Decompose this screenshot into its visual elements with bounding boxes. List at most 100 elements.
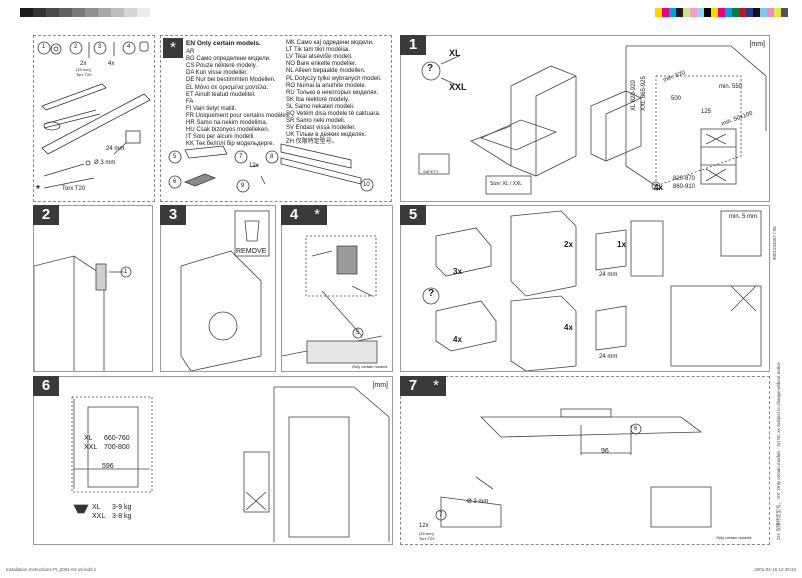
- model-language-line: CS Pouze některé modely.: [186, 63, 257, 70]
- cmyk-swatch: [753, 8, 760, 17]
- size-box-label: Size: XL / XXL: [490, 181, 523, 187]
- model-language-line: ET Ainult teatud mudelitel.: [186, 91, 256, 98]
- part-number-3: 3: [98, 44, 102, 50]
- model-language-line: ZH 仅限特定型号。: [286, 139, 338, 146]
- width-596: 596: [102, 463, 114, 470]
- range-820-870: 820-870: [673, 176, 696, 182]
- min-5mm: min. 5 mm: [729, 214, 758, 220]
- feet-count: 4x: [654, 183, 663, 192]
- model-language-line: UK Тільки в деяких моделях.: [286, 132, 367, 139]
- size-xl-label: XL: [449, 48, 461, 58]
- model-language-line: RU Только в некоторых моделях.: [286, 89, 379, 96]
- step-5-panel: 5 ? 3x 4x 2x 1x 4x 24 mm 24 mm min. 5 mm: [400, 205, 770, 372]
- parts-illustration: [37, 41, 151, 189]
- wrench-24mm-2: 24 mm: [599, 354, 618, 360]
- models-heading: EN Only certain models.: [186, 40, 261, 47]
- model-language-line: LV Tikai atsevišķi modeļi.: [286, 54, 353, 61]
- turn-1x: 1x: [617, 240, 626, 249]
- cmyk-swatch: [774, 8, 781, 17]
- gray-swatch: [33, 8, 46, 17]
- unit-label: [mm]: [372, 382, 388, 389]
- cmyk-swatch: [704, 8, 711, 17]
- weight-xxl: XXL: [92, 513, 106, 520]
- dim-500: 500: [671, 96, 682, 102]
- remove-label: REMOVE: [236, 248, 267, 255]
- gray-swatch: [137, 8, 150, 17]
- wrench-size-label: 24 mm: [106, 146, 125, 152]
- model-language-line: HU Csak bizonyos modelleken.: [186, 127, 270, 134]
- step-number: 5: [400, 205, 426, 225]
- step-number: 2: [33, 205, 59, 225]
- dim-height-xl: XL 820-920: [631, 80, 637, 111]
- star-marker: *: [36, 184, 40, 195]
- gray-swatch: [124, 8, 137, 17]
- side-legal-text: ZH: 仅限特定型号。 XX: Only certain models · Ar…: [776, 362, 781, 540]
- parts-panel: 1 2 3 4 2x 4x (15 mm) Torx T20 24 mm Ø 3…: [33, 35, 155, 202]
- height-xl-value: 660-760: [104, 435, 130, 442]
- model-language-line: NL Alleen bepaalde modellen.: [286, 68, 366, 75]
- height-xxl: XXL: [84, 444, 98, 451]
- cmyk-swatch: [732, 8, 739, 17]
- model-language-line: SQ Vetëm disa modele të caktuara.: [286, 111, 381, 117]
- gray-swatch: [46, 8, 59, 17]
- cmyk-swatch: [655, 8, 662, 17]
- acc-num-8: 8: [270, 154, 274, 160]
- cmyk-swatch: [662, 8, 669, 17]
- part-number-4: 4: [127, 44, 131, 50]
- cmyk-swatch: [711, 8, 718, 17]
- screw-length-label: (15 mm): [76, 67, 91, 72]
- dim-min-550: min. 550: [719, 84, 743, 90]
- screw-15mm: (15 mm): [419, 531, 434, 536]
- weight-xxl-value: 3-8 kg: [112, 513, 132, 520]
- part-ref-7: 7: [439, 512, 443, 518]
- step-4-panel: 4 * 5 Only certain models: [281, 205, 393, 372]
- cmyk-swatch: [718, 8, 725, 17]
- star-badge: *: [307, 205, 327, 225]
- part-ref: 5: [356, 330, 360, 336]
- screw-12x: 12x: [419, 523, 429, 529]
- step-3-drawing: [180, 210, 270, 371]
- adjust-3x: 3x: [453, 267, 462, 276]
- screw-count-label: 2x: [80, 61, 87, 67]
- dim-height-xxl: XXL 865-925: [641, 76, 647, 111]
- step-number: 3: [160, 205, 186, 225]
- step-2-drawing: [34, 255, 132, 371]
- turn-4x: 4x: [564, 323, 573, 332]
- acc-num-10: 10: [363, 182, 370, 188]
- model-language-line: EL Μόνο σε ορισμένα μοντέλα.: [186, 84, 269, 91]
- acc-screw-count: 12x: [249, 163, 259, 169]
- accessories-illustration: [168, 143, 374, 193]
- step-7-drawing: [435, 408, 712, 528]
- model-language-line: FI Vain tietyt mallit.: [186, 105, 237, 112]
- acc-num-7: 7: [239, 154, 243, 160]
- part-number-1: 1: [42, 44, 46, 50]
- wrench-24mm: 24 mm: [599, 272, 618, 278]
- screw-count-label-2: 4x: [108, 61, 115, 67]
- cmyk-swatch: [739, 8, 746, 17]
- star-badge: *: [426, 376, 446, 396]
- model-language-line: SR Samo neki modeli.: [286, 118, 346, 125]
- height-xxl-value: 700-800: [104, 444, 130, 451]
- cmyk-swatch: [676, 8, 683, 17]
- model-language-line: SK Iba niektoré modely.: [286, 96, 350, 103]
- model-language-line: IT Solo per alcuni modelli.: [186, 134, 255, 141]
- model-language-line: PL Dotyczy tylko wybranych modeli.: [286, 75, 382, 82]
- cmyk-swatch: [760, 8, 767, 17]
- handle-dim-96: 96: [601, 448, 609, 455]
- step-1-panel: 1 [mm] XL ? XXL SAFETY Size: XL / XXL XL…: [400, 35, 770, 202]
- cmyk-swatch: [746, 8, 753, 17]
- step-2-panel: 2 1: [33, 205, 153, 372]
- step-6-panel: 6 [mm] XL 660-760 XXL 700-800 596 XL 3-9…: [33, 376, 393, 545]
- acc-num-5: 5: [173, 154, 177, 160]
- gray-swatch: [85, 8, 98, 17]
- part-number-2: 2: [74, 44, 78, 50]
- gray-swatch: [72, 8, 85, 17]
- model-language-line: AR: [186, 49, 195, 55]
- model-language-line: HR Samo na nekim modelima.: [186, 120, 268, 126]
- model-language-line: BG Само определени модели.: [186, 56, 271, 63]
- drill-3mm: Ø 3 mm: [467, 499, 489, 505]
- range-860-910: 860-910: [673, 184, 696, 190]
- footer-file: Installation Instructions PI_2001-04-16.…: [6, 567, 97, 572]
- drill-size-label: Ø 3 mm: [94, 160, 116, 166]
- cmyk-swatch: [781, 8, 788, 17]
